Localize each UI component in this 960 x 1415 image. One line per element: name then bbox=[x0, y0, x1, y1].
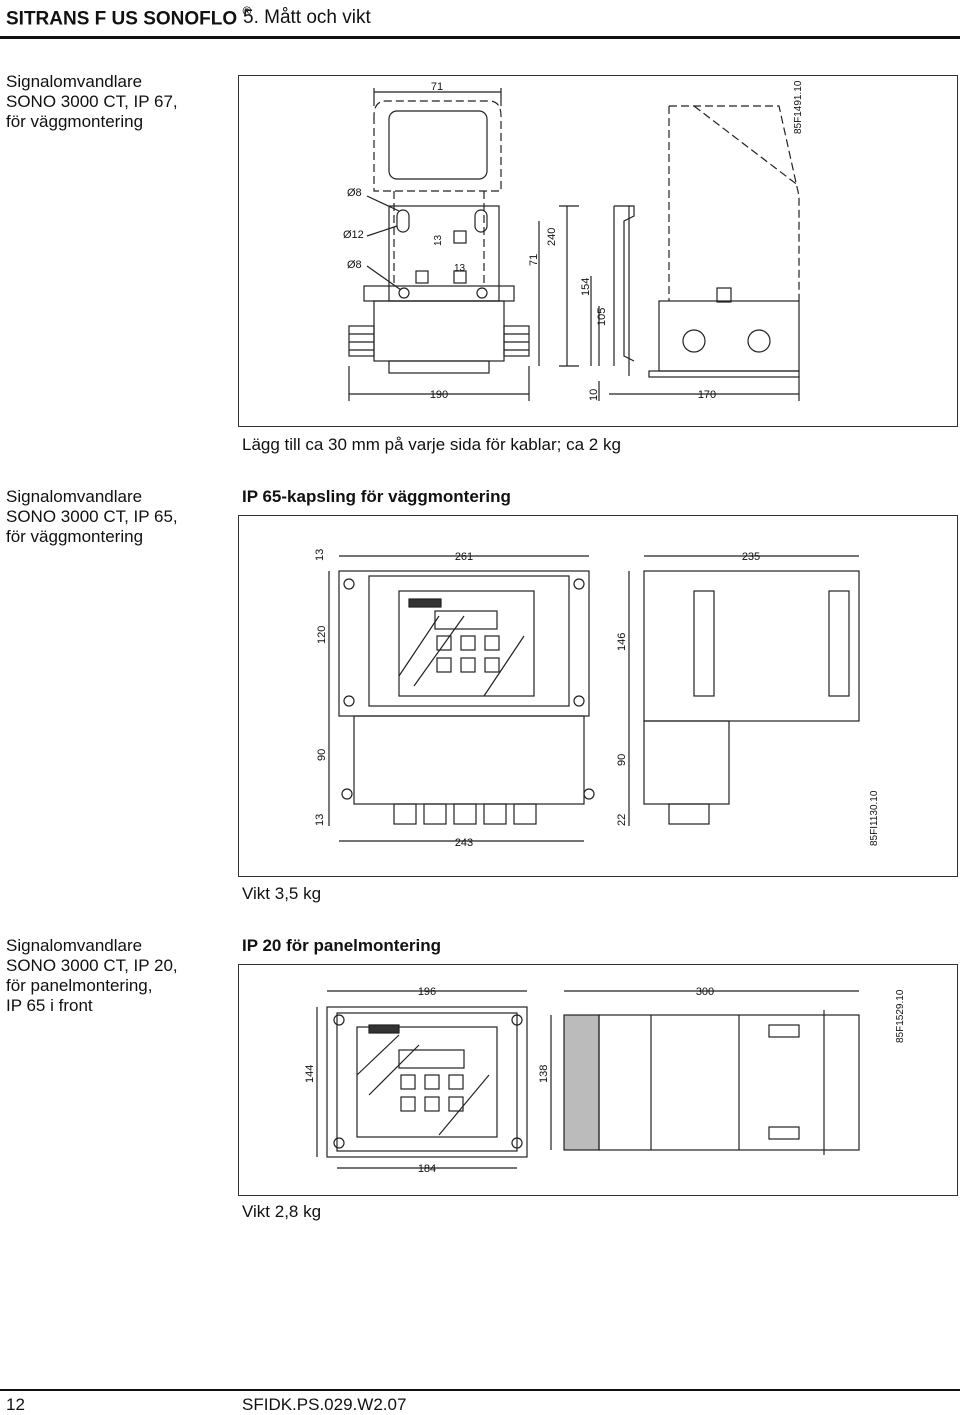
dim-text: 300 bbox=[696, 986, 714, 998]
dim-text: 190 bbox=[430, 389, 448, 401]
dim-text: 196 bbox=[418, 986, 436, 998]
footer-rule bbox=[0, 1389, 960, 1391]
drawing-ip67: 71 Ø8 Ø12 Ø8 13 13 190 bbox=[238, 75, 958, 427]
dim-text: 243 bbox=[455, 837, 473, 849]
drawing-code: 85FI1130.10 bbox=[869, 790, 880, 846]
registered-mark: ® bbox=[242, 4, 252, 18]
dim-text: 144 bbox=[304, 1065, 316, 1083]
drawing-ip65: 261 13 120 90 13 243 235 146 90 22 85FI1… bbox=[238, 515, 958, 877]
header-rule bbox=[0, 36, 960, 39]
dim-text: 240 bbox=[546, 228, 558, 246]
side-label-ip67: Signalomvandlare SONO 3000 CT, IP 67, fö… bbox=[6, 72, 178, 131]
drawing-ip20: 196 144 184 300 138 85F1529.10 bbox=[238, 964, 958, 1196]
heading-ip65: IP 65-kapsling för väggmontering bbox=[242, 487, 511, 506]
dim-text: 261 bbox=[455, 551, 473, 563]
dim-text: 90 bbox=[316, 749, 328, 761]
dim-text: 71 bbox=[431, 81, 443, 93]
dim-text: 13 bbox=[433, 234, 444, 246]
dim-text: 154 bbox=[580, 278, 592, 296]
dim-text: 235 bbox=[742, 551, 760, 563]
page-number: 12 bbox=[6, 1395, 25, 1414]
dim-text: Ø8 bbox=[347, 259, 362, 271]
dim-text: 146 bbox=[616, 633, 628, 651]
dim-text: Ø12 bbox=[343, 229, 364, 241]
dim-text: 90 bbox=[616, 754, 628, 766]
caption-ip67: Lägg till ca 30 mm på varje sida för kab… bbox=[242, 435, 621, 454]
document-title: SITRANS F US SONOFLO ® bbox=[6, 4, 252, 30]
section-title: 5. Mått och vikt bbox=[243, 7, 371, 28]
side-label-ip20: Signalomvandlare SONO 3000 CT, IP 20, fö… bbox=[6, 936, 178, 1015]
dim-text: 138 bbox=[538, 1065, 550, 1083]
dim-text: 170 bbox=[698, 389, 716, 401]
caption-ip20: Vikt 2,8 kg bbox=[242, 1202, 322, 1221]
drawing-code: 85F1529.10 bbox=[895, 989, 906, 1043]
dim-text: 184 bbox=[418, 1163, 436, 1175]
dim-text: 105 bbox=[596, 308, 608, 326]
caption-ip65: Vikt 3,5 kg bbox=[242, 884, 322, 903]
document-code: SFIDK.PS.029.W2.07 bbox=[242, 1395, 407, 1414]
dim-text: 13 bbox=[314, 814, 326, 826]
dim-text: 13 bbox=[314, 549, 326, 561]
dim-text: 22 bbox=[616, 814, 628, 826]
page-header: SITRANS F US SONOFLO ® 5. Mått och vikt bbox=[0, 0, 960, 42]
dim-text: 13 bbox=[454, 263, 466, 274]
dim-text: Ø8 bbox=[347, 187, 362, 199]
drawing-code: 85F1491.10 bbox=[793, 80, 804, 134]
side-label-ip65: Signalomvandlare SONO 3000 CT, IP 65, fö… bbox=[6, 487, 178, 546]
dim-text: 10 bbox=[588, 389, 600, 401]
heading-ip20: IP 20 för panelmontering bbox=[242, 936, 442, 955]
dim-text: 120 bbox=[316, 626, 328, 644]
dim-text: 71 bbox=[528, 254, 540, 266]
